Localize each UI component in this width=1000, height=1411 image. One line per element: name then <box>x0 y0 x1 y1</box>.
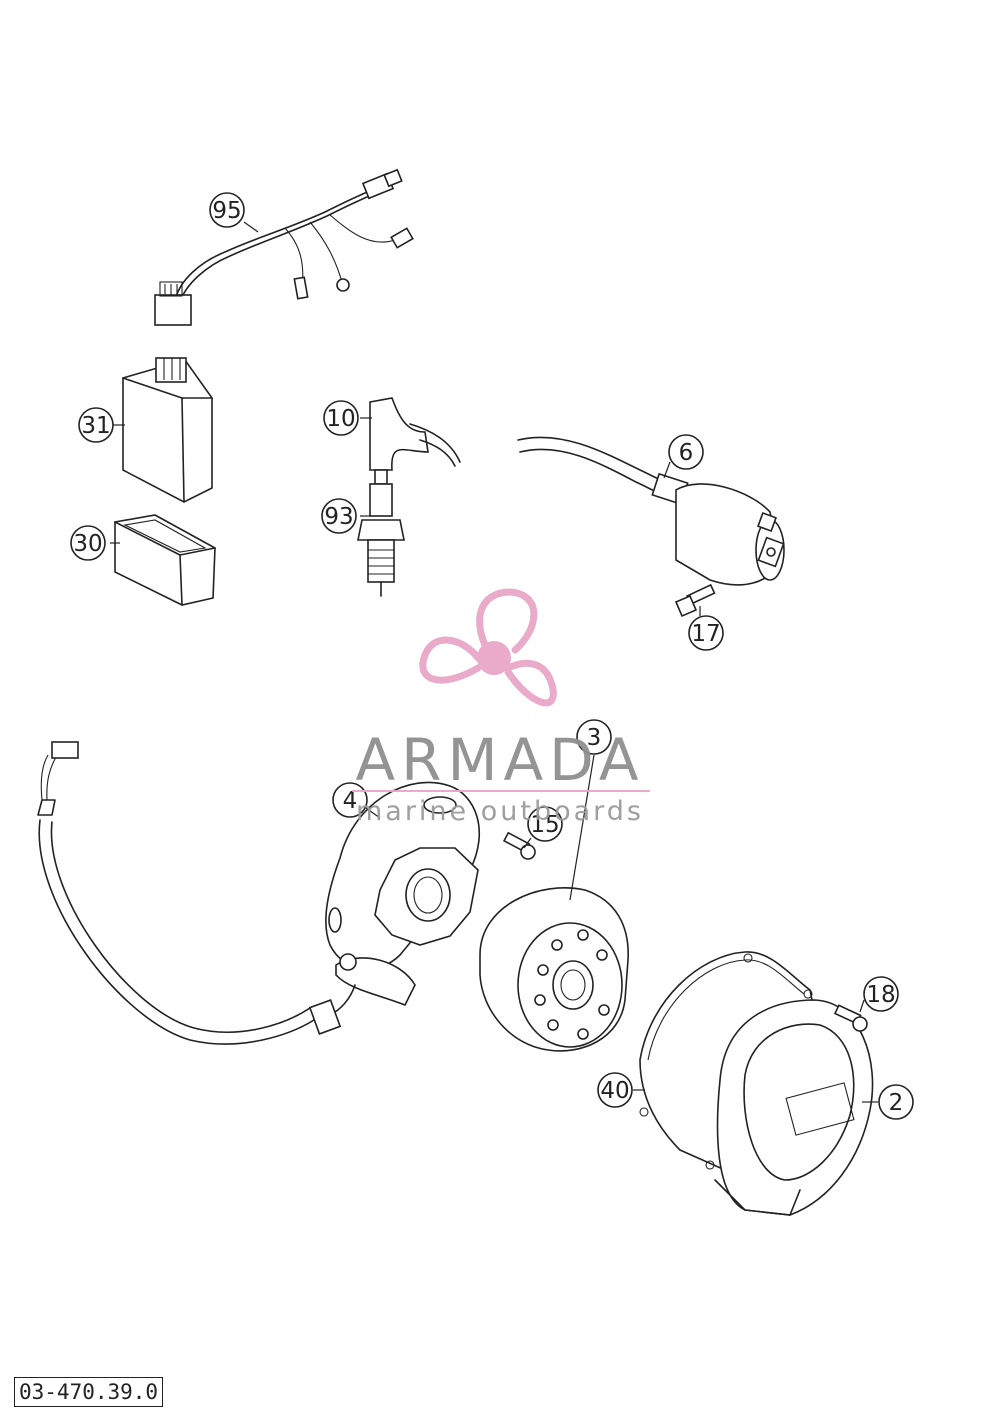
stator-plate-part <box>37 741 480 1045</box>
callout-95-label: 95 <box>212 198 241 224</box>
callout-15-label: 15 <box>530 812 559 838</box>
propeller-hub <box>477 641 511 675</box>
propeller-blade-right <box>504 659 557 707</box>
cdi-unit-part <box>122 357 213 503</box>
watermark-logo: ARMADA marine outboards <box>352 588 650 827</box>
callout-10-label: 10 <box>326 406 355 432</box>
ignition-cover-part <box>714 999 874 1216</box>
callout-4-label: 4 <box>343 788 358 814</box>
callout-40: 40 <box>597 1072 633 1108</box>
cover-gasket-part <box>639 951 816 1171</box>
callout-93: 93 <box>321 498 357 534</box>
callout-10: 10 <box>323 400 359 436</box>
propeller-blade-left <box>419 636 482 684</box>
document-code: 03-470.39.0 <box>14 1377 164 1407</box>
callout-93-label: 93 <box>324 504 353 530</box>
wiring-harness-part <box>154 168 414 326</box>
callout-6: 6 <box>668 434 704 470</box>
callout-18: 18 <box>863 976 899 1012</box>
cdi-holder-part <box>114 514 216 606</box>
callout-17: 17 <box>688 615 724 651</box>
callout-2: 2 <box>878 1084 914 1120</box>
callout-15: 15 <box>527 806 563 842</box>
callout-30-label: 30 <box>73 531 102 557</box>
leader-lines <box>110 221 878 1103</box>
callout-40-label: 40 <box>600 1078 629 1104</box>
propeller-blade-top <box>476 588 538 659</box>
callout-2-label: 2 <box>889 1090 904 1116</box>
watermark-tagline: marine outboards <box>356 796 644 827</box>
watermark-name: ARMADA <box>355 726 644 794</box>
coil-screw-part <box>674 583 716 618</box>
callout-3: 3 <box>576 719 612 755</box>
callout-6-label: 6 <box>679 440 694 466</box>
callout-30: 30 <box>70 525 106 561</box>
ignition-coil-part <box>517 436 785 586</box>
callout-95: 95 <box>209 192 245 228</box>
callout-3-label: 3 <box>587 725 602 751</box>
propeller-icon <box>419 588 557 707</box>
callout-31-label: 31 <box>81 413 110 439</box>
spark-plug-cap-part <box>369 397 461 471</box>
callout-31: 31 <box>78 407 114 443</box>
callout-17-label: 17 <box>691 621 720 647</box>
callout-18-label: 18 <box>866 982 895 1008</box>
cover-screw-part <box>833 1004 868 1032</box>
stator-screw-part <box>502 831 536 860</box>
spark-plug-part <box>357 469 405 597</box>
flywheel-rotor-part <box>479 887 629 1052</box>
